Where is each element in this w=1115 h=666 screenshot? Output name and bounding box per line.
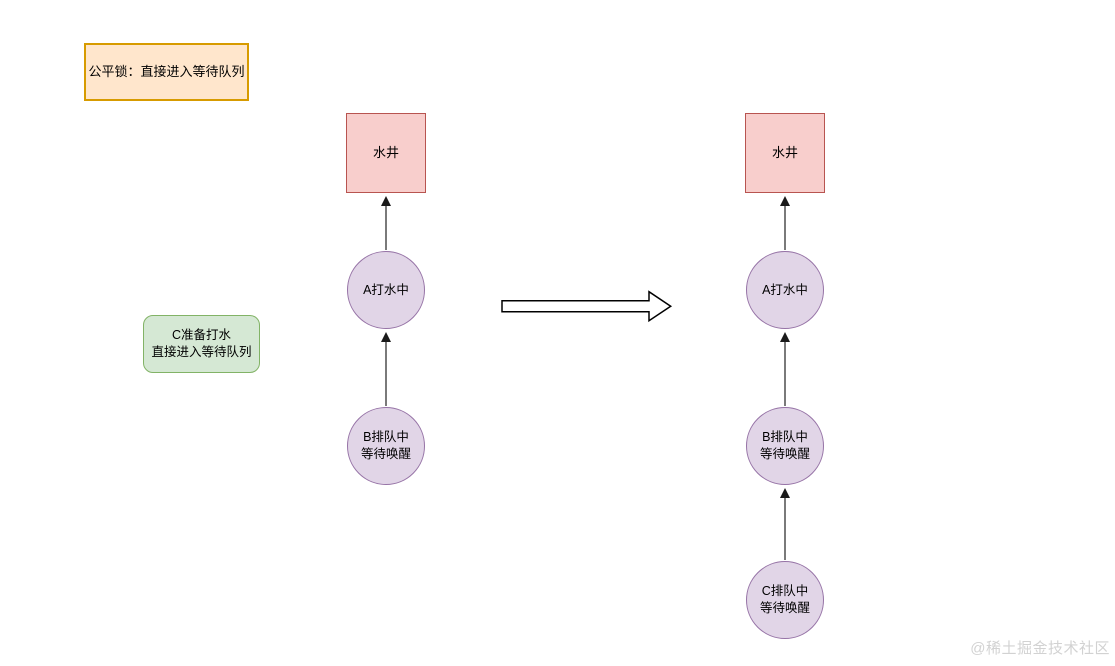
left-person-b-node: B排队中 等待唤醒 [347, 407, 425, 485]
left-well-node: 水井 [346, 113, 426, 193]
left-person-a-node: A打水中 [347, 251, 425, 329]
right-person-c-node: C排队中 等待唤醒 [746, 561, 824, 639]
right-well-node: 水井 [745, 113, 825, 193]
c-prepare-note: C准备打水 直接进入等待队列 [143, 315, 260, 373]
fair-lock-note: 公平锁：直接进入等待队列 [84, 43, 249, 101]
big-right-arrow-icon [501, 290, 673, 323]
juejin-watermark: @稀土掘金技术社区 [970, 640, 1110, 657]
right-person-b-node: B排队中 等待唤醒 [746, 407, 824, 485]
right-person-a-node: A打水中 [746, 251, 824, 329]
